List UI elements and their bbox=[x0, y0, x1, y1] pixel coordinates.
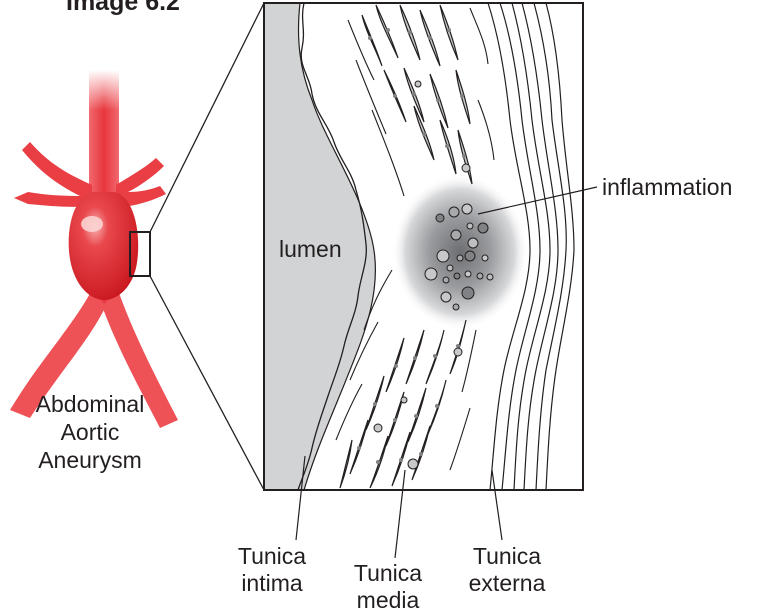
tunica-media-line-2: media bbox=[348, 587, 428, 614]
figure-title: Image 6.2 bbox=[66, 0, 180, 16]
aneurysm-label-line-1: Abdominal bbox=[22, 390, 158, 418]
tunica-intima-line-2: intima bbox=[234, 570, 310, 597]
tunica-media-label: Tunica media bbox=[348, 560, 428, 614]
tunica-externa-label: Tunica externa bbox=[460, 543, 554, 597]
aneurysm-label: Abdominal Aortic Aneurysm bbox=[22, 390, 158, 474]
inflammation-label: inflammation bbox=[602, 174, 732, 201]
tunica-externa-line-1: Tunica bbox=[460, 543, 554, 570]
tunica-intima-line-1: Tunica bbox=[234, 543, 310, 570]
inflammation-area bbox=[392, 174, 528, 330]
aneurysm-label-line-2: Aortic bbox=[22, 418, 158, 446]
aneurysm-bulge bbox=[69, 192, 139, 300]
left-branch bbox=[14, 142, 92, 207]
tunica-intima-label: Tunica intima bbox=[234, 543, 310, 597]
tunica-externa-line-2: externa bbox=[460, 570, 554, 597]
tunica-media-line-1: Tunica bbox=[348, 560, 428, 587]
lumen-label: lumen bbox=[279, 236, 342, 263]
aneurysm-label-line-3: Aneurysm bbox=[22, 446, 158, 474]
